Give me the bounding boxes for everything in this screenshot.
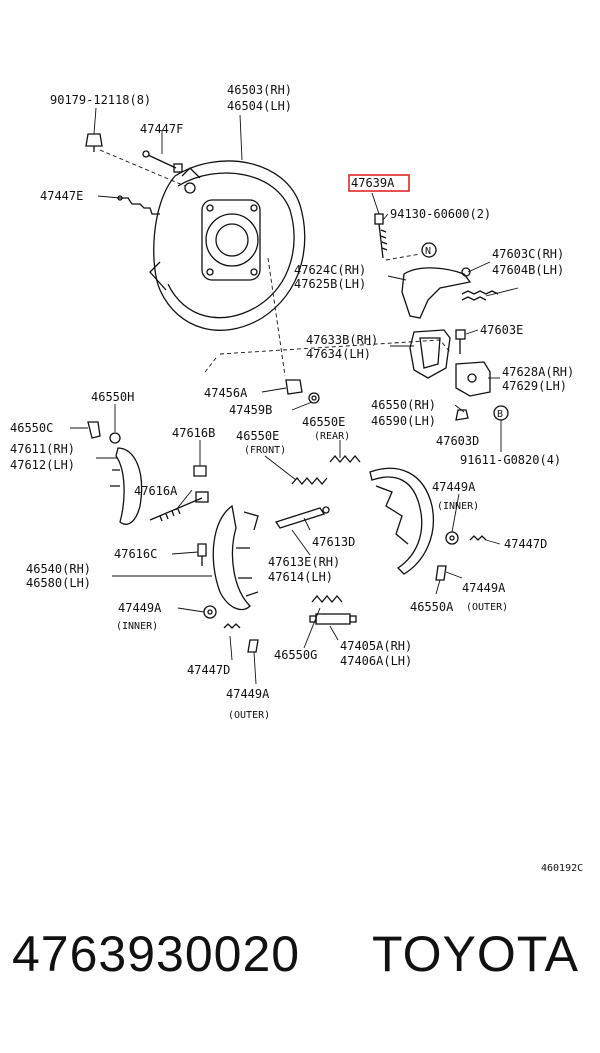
label-47603E: 47603E <box>480 323 523 337</box>
parking-shoe-lever-47611 <box>110 447 143 525</box>
label-46550E-front: 46550E <box>236 429 279 443</box>
pin-47447F <box>142 150 183 173</box>
label-47633B: 47633B(RH) <box>306 333 378 347</box>
label-46550E-rear: 46550E <box>302 415 345 429</box>
backing-plate <box>149 160 306 331</box>
label-47449A-outer-left: 47449A <box>226 687 270 701</box>
clip-47449A-outer-left <box>247 639 259 653</box>
spring-46550G <box>311 594 343 604</box>
clip-47456A <box>285 379 320 404</box>
label-inner-left: (INNER) <box>116 621 158 632</box>
marker-n: N <box>425 246 431 257</box>
label-47634: 47634(LH) <box>306 347 371 361</box>
label-46550A: 46550A <box>410 600 454 614</box>
label-47628A: 47628A(RH) <box>502 365 574 379</box>
label-inner-right: (INNER) <box>437 501 479 512</box>
leader-lines <box>70 107 519 685</box>
footer: 4763930020 TOYOTA <box>0 925 600 1015</box>
label-47449A-inner-right: 47449A <box>432 480 476 494</box>
label-46504: 46504(LH) <box>227 99 292 113</box>
clip-47449A-outer-right <box>435 565 447 581</box>
label-rear: (REAR) <box>314 431 350 442</box>
label-47456A: 47456A <box>204 386 248 400</box>
label-47604B: 47604B(LH) <box>492 263 564 277</box>
brake-shoe-46550 <box>369 467 434 575</box>
bolt-90179 <box>85 133 186 187</box>
label-47616B: 47616B <box>172 426 215 440</box>
label-47447F: 47447F <box>140 122 183 136</box>
spring-47447D-left <box>223 623 241 629</box>
label-47447D-left: 47447D <box>187 663 230 677</box>
label-47614: 47614(LH) <box>268 570 333 584</box>
adjuster-47616A <box>149 491 209 522</box>
label-outer-right: (OUTER) <box>466 602 508 613</box>
hook-46550C <box>87 421 121 444</box>
label-94130-60600: 94130-60600(2) <box>390 207 491 221</box>
label-91611-G0820: 91611-G0820(4) <box>460 453 561 467</box>
label-47447E: 47447E <box>40 189 83 203</box>
label-47616A: 47616A <box>134 484 178 498</box>
brake-shoe-46540 <box>212 504 259 611</box>
label-47447D-right: 47447D <box>504 537 547 551</box>
pin-47616B <box>193 465 207 477</box>
callout-labels: 90179-12118(8) 46503(RH) 46504(LH) 47447… <box>10 83 583 874</box>
label-46540: 46540(RH) <box>26 562 91 576</box>
highlight-box <box>348 174 410 192</box>
diagram-reference-code: 460192C <box>541 863 583 874</box>
clip-47449A-inner-left <box>203 605 217 619</box>
pin-47603D <box>455 409 469 421</box>
spring-47447D-right <box>469 535 487 541</box>
label-47459B: 47459B <box>229 403 272 417</box>
label-90179-12118: 90179-12118(8) <box>50 93 151 107</box>
label-47639A-highlighted: 47639A <box>351 176 395 190</box>
label-front: (FRONT) <box>244 445 286 456</box>
label-46550G: 46550G <box>274 648 317 662</box>
lever-47624C <box>401 267 499 319</box>
label-47629: 47629(LH) <box>502 379 567 393</box>
part-number: 4763930020 <box>12 926 301 982</box>
pin-47616C <box>197 543 207 566</box>
marker-b-group: B <box>493 405 509 421</box>
label-47613E: 47613E(RH) <box>268 555 340 569</box>
brand-name: TOYOTA <box>372 926 579 982</box>
marker-b: B <box>497 409 503 420</box>
spring-47613D <box>274 506 330 529</box>
label-outer-left: (OUTER) <box>228 710 270 721</box>
label-47603C: 47603C(RH) <box>492 247 564 261</box>
label-46550: 46550(RH) <box>371 398 436 412</box>
label-47449A-outer-right: 47449A <box>462 581 506 595</box>
label-47449A-inner-left: 47449A <box>118 601 162 615</box>
label-47603D: 47603D <box>436 434 479 448</box>
label-46503: 46503(RH) <box>227 83 292 97</box>
label-46580: 46580(LH) <box>26 576 91 590</box>
label-47613D: 47613D <box>312 535 355 549</box>
label-47616C: 47616C <box>114 547 157 561</box>
label-46590: 46590(LH) <box>371 414 436 428</box>
label-46550C: 46550C <box>10 421 53 435</box>
label-47612: 47612(LH) <box>10 458 75 472</box>
adjuster-47628A <box>455 361 491 397</box>
label-47611: 47611(RH) <box>10 442 75 456</box>
clip-47449A-inner-right <box>445 531 459 545</box>
spring-46550E-rear <box>291 454 361 486</box>
label-47406A: 47406A(LH) <box>340 654 412 668</box>
label-47624C: 47624C(RH) <box>294 263 366 277</box>
strut-47633B <box>409 329 466 379</box>
label-47625B: 47625B(LH) <box>294 277 366 291</box>
label-46550H: 46550H <box>91 390 134 404</box>
label-47405A: 47405A(RH) <box>340 639 412 653</box>
spring-47447E <box>117 195 160 215</box>
